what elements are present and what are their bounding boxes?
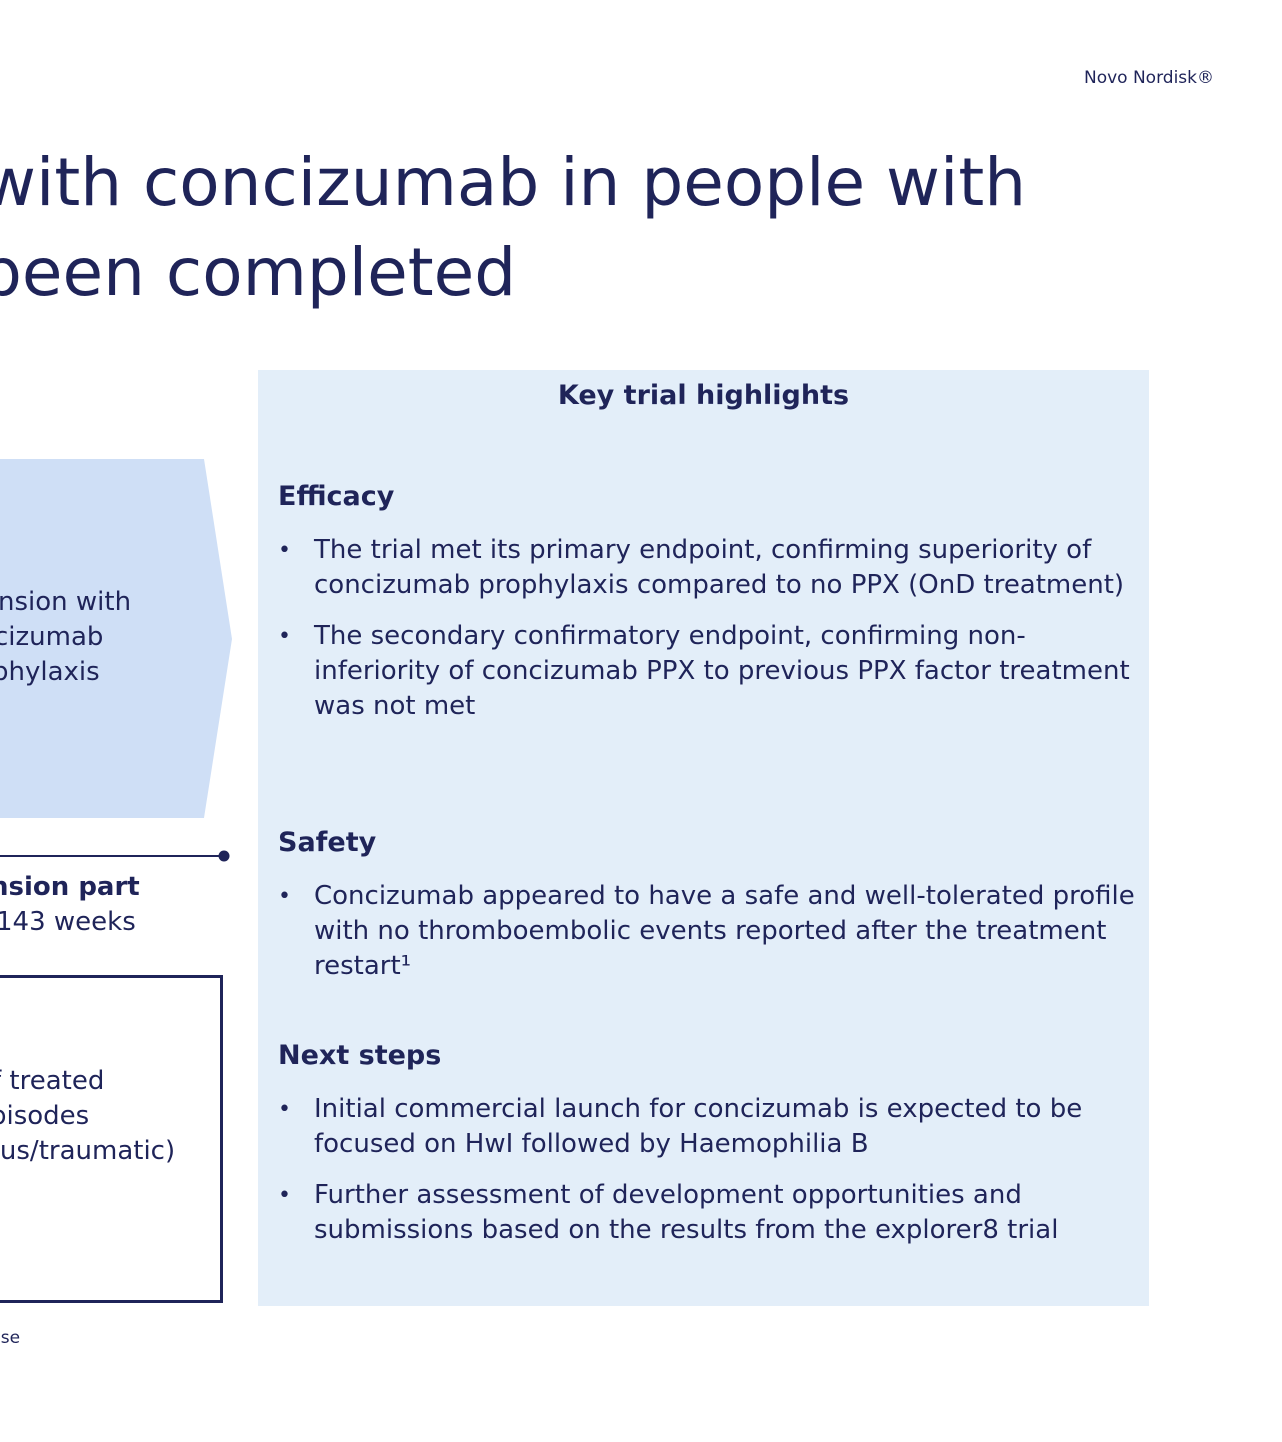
safety-section: Safety Concizumab appeared to have a saf… [278,825,1138,1000]
list-item: Further assessment of development opport… [278,1178,1138,1248]
endpoint-box [0,975,223,1303]
extension-part-label: nsion part 143 weeks [0,870,140,940]
efficacy-list: The trial met its primary endpoint, conf… [278,533,1138,724]
title-line-2: been completed [0,234,517,311]
key-highlights-panel: Key trial highlights Efficacy The trial … [258,370,1149,1306]
list-item: Concizumab appeared to have a safe and w… [278,879,1138,984]
title-line-1: with concizumab in people with [0,144,1027,221]
extension-part-title: nsion part [0,872,140,902]
endpoint-line-2: pisodes [0,1101,90,1131]
efficacy-section: Efficacy The trial met its primary endpo… [278,479,1138,740]
safety-list: Concizumab appeared to have a safe and w… [278,879,1138,984]
arrow-line-1: nsion with [0,587,132,617]
panel-title: Key trial highlights [557,380,850,411]
endpoint-line-3: ous/traumatic) [0,1136,176,1166]
safety-heading: Safety [278,827,377,858]
list-item: The secondary confirmatory endpoint, con… [278,619,1138,724]
footnote-text: use [0,1328,21,1348]
list-item: The trial met its primary endpoint, conf… [278,533,1138,603]
extension-arrow-shape [0,459,232,818]
next-steps-list: Initial commercial launch for concizumab… [278,1092,1138,1248]
next-steps-heading: Next steps [278,1040,442,1071]
brand-logo-text: Novo Nordisk® [1083,68,1214,88]
next-steps-section: Next steps Initial commercial launch for… [278,1038,1138,1264]
endpoint-box-text: f treated pisodes ous/traumatic) [0,1064,175,1169]
endpoint-line-1: f treated [0,1066,105,1096]
efficacy-heading: Efficacy [278,481,395,512]
extension-part-duration: 143 weeks [0,907,136,937]
timeline-line [0,850,230,862]
arrow-line-3: phylaxis [0,657,100,687]
arrow-line-2: cizumab [0,622,104,652]
extension-arrow-text: nsion with cizumab phylaxis [0,585,131,690]
footnote: use [0,1328,20,1348]
list-item: Initial commercial launch for concizumab… [278,1092,1138,1162]
